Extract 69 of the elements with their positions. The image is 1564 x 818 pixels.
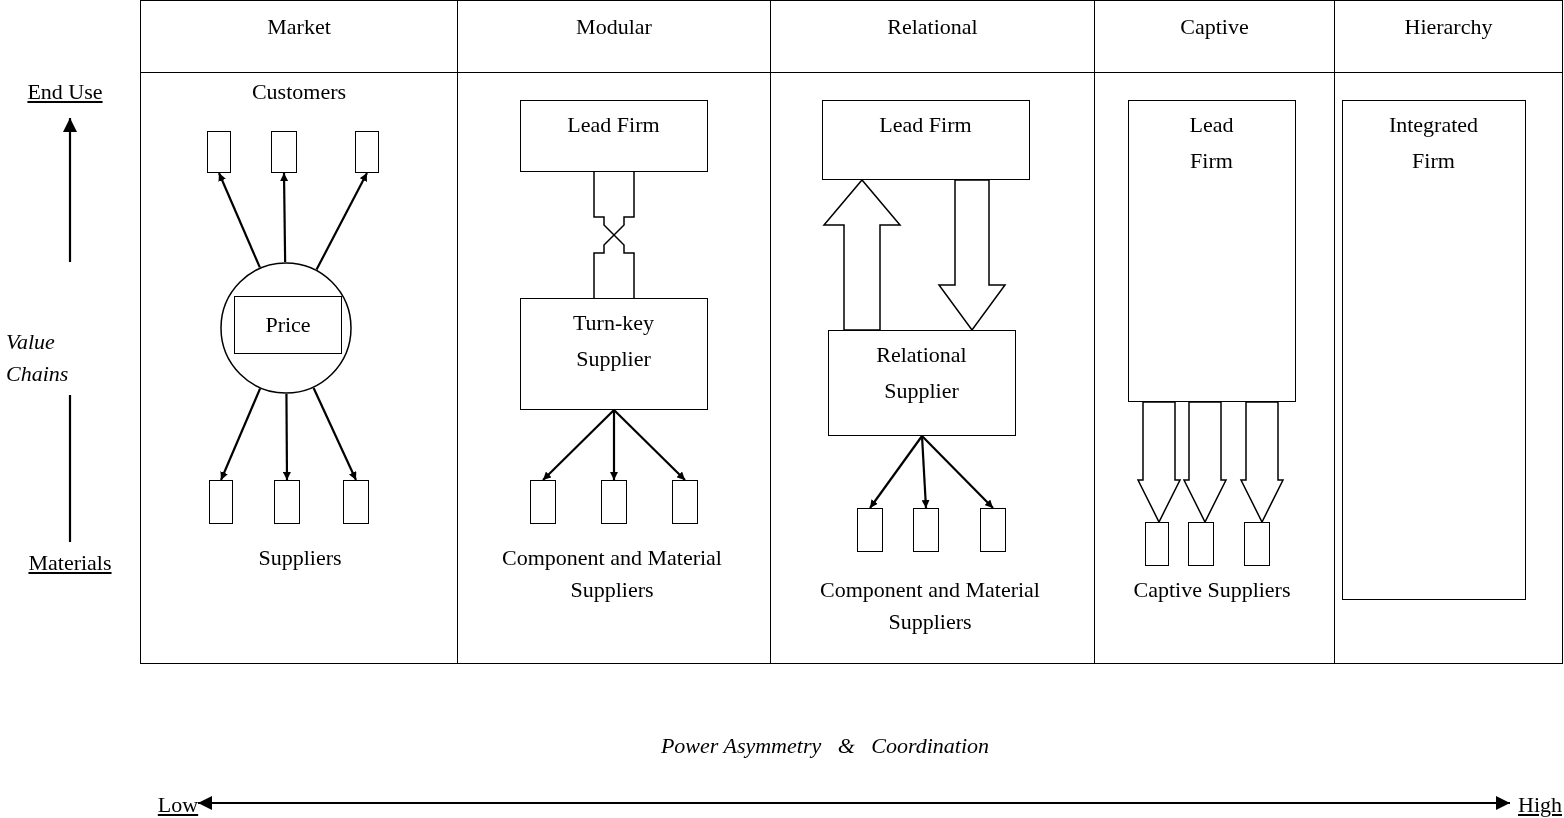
firm-box [821, 99, 1030, 180]
scale-label: High [1518, 791, 1562, 818]
firm-box [519, 297, 708, 410]
small-box [671, 479, 698, 524]
firm-box [519, 99, 708, 172]
box-label: Lead Firm [1188, 110, 1235, 175]
small-box [1187, 521, 1214, 566]
small-box [208, 479, 233, 524]
box-label: Integrated Firm [1387, 110, 1480, 175]
axis-label: Materials [27, 549, 113, 577]
small-box [856, 507, 883, 552]
firm-box [234, 296, 342, 354]
small-box [206, 130, 231, 173]
box-label: Price [264, 311, 312, 339]
price-circle [219, 261, 352, 394]
column-header: Relational [771, 1, 1094, 73]
block-arrow [1136, 401, 1182, 524]
box-label: Lead Firm [566, 110, 661, 139]
firm-box [1127, 99, 1296, 402]
column-panel [770, 0, 1095, 664]
firm-box [1341, 99, 1526, 600]
block-arrow [937, 179, 1007, 332]
arrow [920, 435, 930, 509]
small-box [912, 507, 939, 552]
small-box [342, 479, 369, 524]
arrow [869, 435, 923, 509]
column-panel [140, 0, 458, 664]
block-arrow [1182, 401, 1228, 524]
axis-label: End Use [26, 78, 104, 106]
scale-label: Low [156, 791, 200, 818]
small-box [270, 130, 297, 173]
arrow [542, 409, 615, 481]
small-box [273, 479, 300, 524]
axis-label: Value Chains [6, 328, 70, 388]
small-box [1243, 521, 1270, 566]
small-box [600, 479, 627, 524]
column-header: Hierarchy [1335, 1, 1562, 73]
group-caption: Component and Material Suppliers [819, 576, 1041, 636]
group-caption: Component and Material Suppliers [501, 544, 723, 604]
arrow [613, 409, 686, 481]
small-box [529, 479, 556, 524]
column-header: Market [141, 1, 457, 73]
small-box [354, 130, 379, 173]
column-header: Captive [1095, 1, 1334, 73]
arrow [315, 172, 368, 270]
group-caption: Captive Suppliers [1132, 576, 1292, 604]
axis-title: Power Asymmetry & Coordination [659, 732, 991, 760]
column-header: Modular [458, 1, 770, 73]
firm-box [827, 329, 1016, 436]
arrow [610, 410, 618, 480]
arrow [218, 172, 261, 268]
column-panel [1094, 0, 1335, 664]
group-caption: Customers [250, 78, 348, 106]
small-box [979, 507, 1006, 552]
arrow [312, 387, 357, 481]
box-label: Turn-key Supplier [571, 308, 656, 373]
small-box [1144, 521, 1169, 566]
group-caption: Suppliers [257, 544, 343, 572]
column-panel [457, 0, 771, 664]
block-arrow [1239, 401, 1285, 524]
arrow [282, 394, 291, 480]
arrow [220, 388, 262, 481]
block-arrow [822, 178, 902, 331]
box-label: Lead Firm [878, 110, 973, 139]
column-panel [1334, 0, 1563, 664]
interface-connector [593, 171, 635, 299]
box-label: Relational Supplier [875, 340, 968, 405]
arrow [921, 435, 994, 509]
arrow [280, 173, 289, 263]
